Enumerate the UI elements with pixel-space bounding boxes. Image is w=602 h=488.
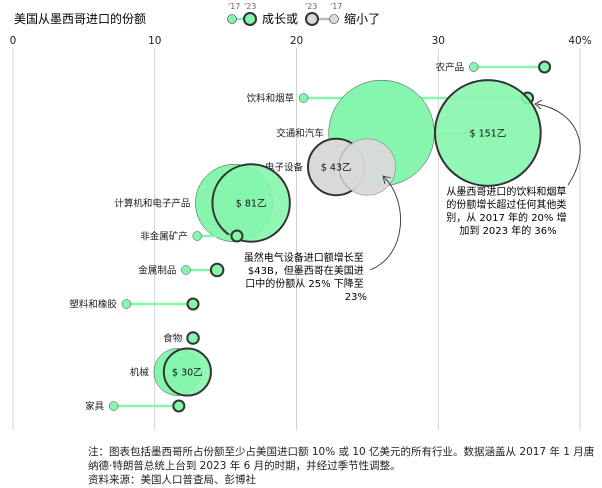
electrical-annotation-line3: 口中的份额从 25% 下降至 [245, 277, 364, 290]
legend: 美国从墨西哥进口的份额 '17 '23 成长或 '23 '17 缩小了 [14, 2, 380, 26]
category-label: 塑料和橡胶 [69, 299, 117, 311]
beverage-annotation-arrow [536, 103, 581, 186]
beverage-annotation-arrowhead [534, 99, 543, 110]
electrical-annotation: 虽然电气设备进口额增长至 $43B，但墨西哥在美国进 口中的份额从 25% 下降… [244, 251, 367, 303]
category-label: 食物 [163, 333, 183, 345]
electrical-annotation-arrow [369, 176, 401, 271]
legend-grew-2017-dot [227, 14, 237, 24]
electrical-annotation-arrowhead [382, 175, 392, 185]
share-2023-dot [434, 79, 542, 187]
x-tick-label-30: 30 [432, 35, 445, 47]
gridlines [12, 48, 581, 430]
share-2023-dot [186, 297, 200, 311]
share-2017-dot [181, 265, 191, 275]
source-note: 资料来源：美国人口普查局、彭博社 [88, 474, 256, 486]
electrical-annotation-line1: 虽然电气设备进口额增长至 [244, 251, 364, 264]
x-tick-label-20: 20 [290, 35, 303, 47]
x-tick-label-40: 40% [568, 35, 591, 47]
category-label: 计算机和电子产品 [114, 198, 190, 210]
category-row: 食物 [163, 331, 200, 345]
beverage-annotation-line4: 加到 2023 年的 36% [459, 224, 556, 237]
legend-year-start: '17 [228, 2, 240, 11]
legend-grew-2023-dot [243, 12, 257, 26]
share-2023-dot [538, 60, 552, 74]
x-tick-label-0: 0 [10, 35, 17, 47]
share-2017-dot [338, 138, 396, 196]
electrical-annotation-line2: $43B，但墨西哥在美国进 [248, 264, 364, 277]
legend-shrank-2017-dot [329, 14, 339, 24]
category-row: 机械 $ 30乙 [130, 347, 212, 397]
category-row: 塑料和橡胶 [69, 297, 200, 311]
footnote-line-1: 注：图表包括墨西哥所占份额至少占美国进口额 10% 或 10 亿美元的所有行业。… [88, 446, 595, 458]
share-2023-dot [211, 163, 291, 243]
share-2023-dot [172, 399, 186, 413]
share-2023-dot [186, 331, 200, 345]
x-tick-label-10: 10 [148, 35, 161, 47]
value-label: $ 43乙 [321, 163, 352, 174]
beverage-annotation-line3: 别，从 2017 年的 20% 增 [446, 211, 566, 224]
legend-year-end-2: '23 [305, 2, 317, 11]
category-row: 农产品 [436, 60, 552, 74]
legend-title: 美国从墨西哥进口的份额 [14, 11, 146, 26]
category-label: 非金属矿产 [140, 231, 188, 243]
category-row: 非金属矿产 [140, 229, 244, 243]
legend-shrank-2023-dot [305, 12, 319, 26]
share-2017-dot [108, 401, 119, 411]
category-label: 交通和汽车 [276, 128, 324, 140]
share-2017-dot [298, 93, 309, 103]
x-axis-ticks: 0 10 20 30 40% [10, 35, 592, 47]
category-row: 家具 [85, 399, 186, 413]
category-row: 计算机和电子产品 $ 81乙 [114, 163, 291, 243]
legend-year-start-2: '17 [330, 2, 342, 11]
legend-grew-label: 成长或 [262, 12, 298, 26]
share-2023-dot [162, 347, 212, 397]
value-label: $ 81乙 [236, 199, 267, 210]
category-label: 金属制品 [138, 265, 176, 277]
share-2023-dot [230, 229, 244, 243]
beverage-annotation: 从墨西哥进口的饮料和烟草 的份额增长超过任何其他类 别，从 2017 年的 20… [446, 185, 570, 237]
footnote-line-2: 纳德·特朗普总统上台到 2023 年 6 月的时期，并经过季节性调整。 [88, 460, 401, 472]
share-2017-dot [468, 62, 479, 72]
category-label: 机械 [130, 367, 150, 379]
beverage-annotation-line2: 的份额增长超过任何其他类 [446, 198, 566, 211]
electrical-annotation-line4: 23% [345, 292, 367, 303]
category-label: 饮料和烟草 [247, 93, 295, 105]
category-row: 电子设备 $ 43乙 [265, 137, 396, 197]
share-2017-dot [121, 299, 132, 309]
beverage-annotation-line1: 从墨西哥进口的饮料和烟草 [446, 185, 566, 198]
category-row: 金属制品 [138, 262, 225, 278]
category-label: 农产品 [436, 62, 465, 74]
share-2023-dot [209, 262, 225, 278]
category-label: 电子设备 [265, 162, 304, 174]
share-2017-dot [192, 231, 203, 241]
annotations: 从墨西哥进口的饮料和烟草 的份额增长超过任何其他类 别，从 2017 年的 20… [244, 99, 581, 303]
value-label: $ 151乙 [470, 129, 507, 140]
category-label: 家具 [85, 401, 105, 413]
value-label: $ 30乙 [172, 368, 203, 379]
legend-year-end: '23 [244, 2, 256, 11]
legend-shrank-label: 缩小了 [344, 11, 380, 26]
